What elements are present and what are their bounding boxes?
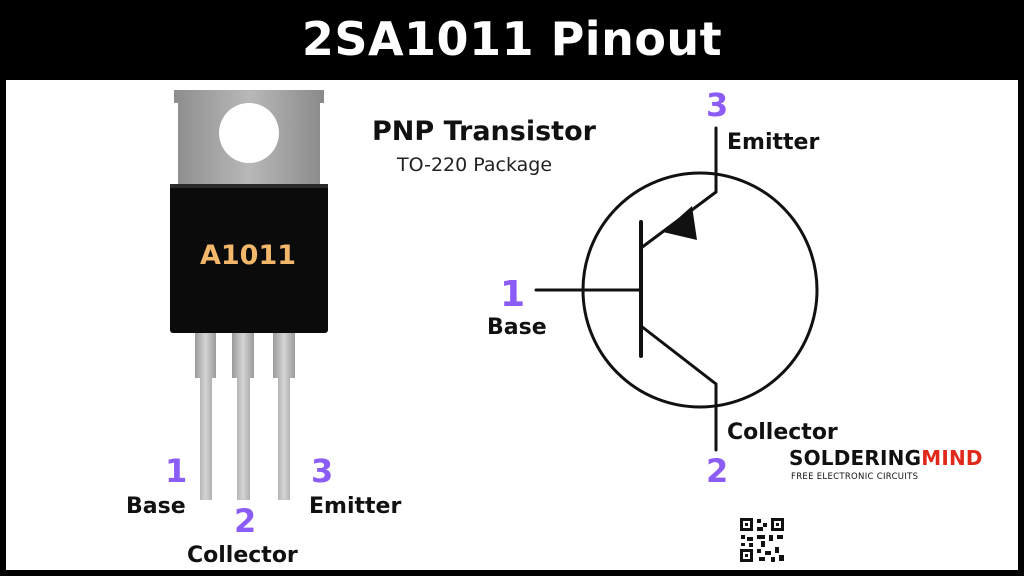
brand-name: SOLDERINGMIND	[789, 446, 983, 470]
symbol-collector-number: 2	[706, 452, 729, 490]
title-bar: 2SA1011 Pinout	[0, 0, 1024, 78]
brand-name-part2: MIND	[921, 446, 983, 470]
brand-name-part1: SOLDERING	[789, 446, 922, 470]
leg-1	[195, 333, 216, 500]
qr-code-icon	[739, 517, 785, 563]
collector-lead	[639, 324, 718, 386]
package-pin-2-label: Collector	[187, 543, 298, 568]
mounting-hole	[219, 103, 279, 163]
symbol-base-label: Base	[487, 315, 547, 340]
emitter-arrow	[663, 206, 697, 240]
body-edge-highlight	[170, 184, 328, 188]
to220-package	[170, 90, 328, 500]
symbol-emitter-number: 3	[706, 86, 729, 124]
symbol-emitter-label: Emitter	[727, 130, 820, 155]
page-title: 2SA1011 Pinout	[301, 12, 723, 66]
package-pin-3-number: 3	[311, 452, 334, 490]
symbol-base-number: 1	[500, 274, 526, 315]
package-pin-1-number: 1	[165, 452, 188, 490]
transistor-type: PNP Transistor	[372, 116, 596, 147]
brand-tagline: FREE ELECTRONIC CIRCUITS	[791, 472, 919, 482]
leg-3	[273, 333, 295, 500]
pnp-symbol	[534, 126, 819, 452]
package-name: TO-220 Package	[397, 154, 553, 176]
package-pin-1-label: Base	[126, 494, 186, 519]
brand-logo: SOLDERINGMIND FREE ELECTRONIC CIRCUITS	[733, 436, 1008, 486]
package-pin-2-number: 2	[234, 502, 257, 540]
package-pin-3-label: Emitter	[309, 494, 402, 519]
leg-2	[232, 333, 254, 500]
symbol-collector-label: Collector	[727, 420, 838, 445]
chip-marking: A1011	[199, 240, 297, 271]
package-body	[170, 184, 328, 333]
